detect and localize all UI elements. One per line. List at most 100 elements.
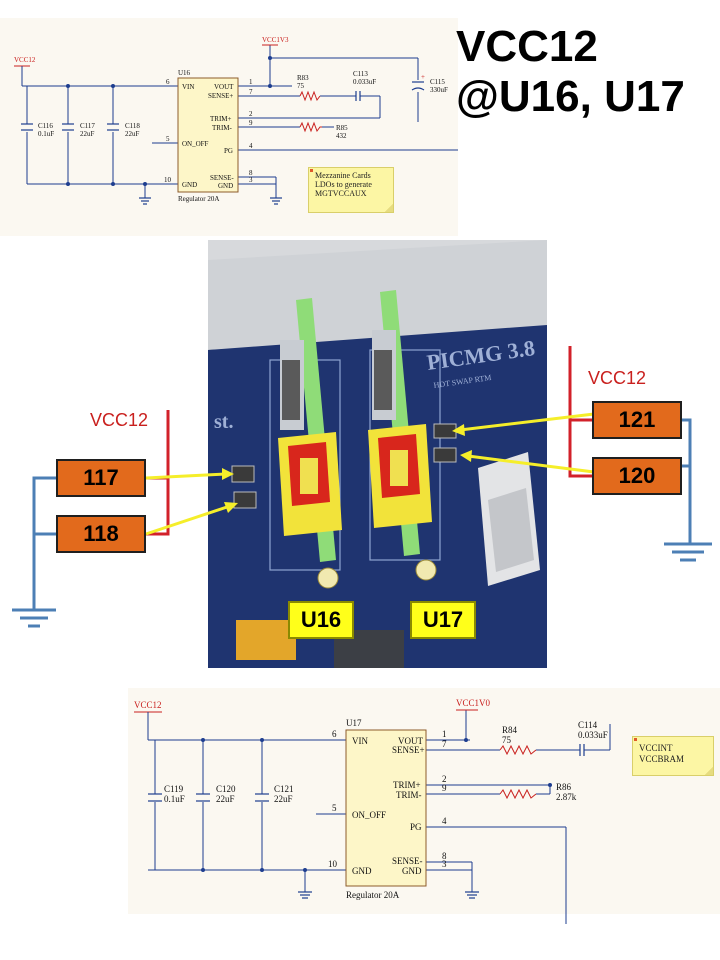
u17-pin-name: VIN — [352, 736, 368, 746]
u17-refdes: U17 — [346, 718, 362, 728]
u16-pin-name: VIN — [182, 83, 194, 91]
u16-pin-name: TRIM- — [212, 124, 233, 132]
u17-pin-num: 6 — [332, 729, 337, 739]
u17-pin-name: TRIM+ — [393, 780, 421, 790]
u17-pin-name: SENSE- — [392, 856, 423, 866]
u16-pin-num: 8 — [249, 169, 253, 177]
u16-c-out-val: 330uF — [430, 86, 448, 94]
u16-pin-num: 1 — [249, 78, 253, 86]
arrow-121 — [459, 412, 595, 432]
u17-pin-name: GND — [402, 866, 422, 876]
u16-r-sense-val: 75 — [297, 82, 305, 90]
u17-pin-name: VOUT — [398, 736, 423, 746]
callout-117: 117 — [56, 459, 146, 497]
u17-pin-num: 2 — [442, 774, 447, 784]
u16-pin-name: SENSE+ — [208, 92, 233, 100]
u16-c-sense-ref: C113 — [353, 70, 368, 78]
u17-pin-num: 8 — [442, 851, 447, 861]
u16-pin-num: 4 — [249, 142, 253, 150]
title-line-2: @U16, U17 — [456, 72, 685, 121]
u16-pin-name: SENSE- — [210, 174, 234, 182]
u17-note-line: VCCINT — [639, 743, 673, 753]
u16-pin-num: 2 — [249, 110, 253, 118]
u17-cap-ref: C119 — [164, 784, 184, 794]
callout-118: 118 — [56, 515, 146, 553]
u16-pin-name: VOUT — [214, 83, 234, 91]
u17-pin-name: PG — [410, 822, 422, 832]
u17-pin-num: 1 — [442, 729, 447, 739]
u16-pin-name: ON_OFF — [182, 140, 209, 148]
u16-c-out-ref: C115 — [430, 78, 445, 86]
u16-cap-val: 22uF — [125, 130, 140, 138]
callout-120: 120 — [592, 457, 682, 495]
u16-r-trim-val: 432 — [336, 132, 347, 140]
u17-r-sense-ref: R84 — [502, 725, 518, 735]
u16-pin-name: GND — [218, 182, 233, 190]
title-line-1: VCC12 — [456, 22, 598, 71]
u16-pin-num: 10 — [164, 176, 172, 184]
u17-pin-num: 7 — [442, 739, 447, 749]
u16-rail-left: VCC12 — [14, 56, 36, 64]
u17-r-trim-val: 2.87k — [556, 792, 577, 802]
arrow-117 — [145, 472, 227, 480]
u17-c-sense-val: 0.033uF — [578, 730, 608, 740]
schematic-u16: VCC12 VCC1V3 U16 Regulator 20A 6 VIN 5 O… — [14, 36, 458, 205]
u17-cap-ref: C121 — [274, 784, 294, 794]
u16-note-line: Mezzanine Cards — [315, 171, 371, 180]
u16-pin-num: 3 — [249, 176, 253, 184]
u16-pin-name: TRIM+ — [210, 115, 232, 123]
u16-pin-num: 7 — [249, 88, 253, 96]
page-title: VCC12 @U16, U17 — [456, 22, 685, 122]
u17-pin-name: GND — [352, 866, 372, 876]
u17-rail-top: VCC1V0 — [456, 698, 491, 708]
u16-cap-ref: C118 — [125, 122, 140, 130]
u17-pin-name: TRIM- — [396, 790, 422, 800]
silk-st: st. — [214, 411, 233, 433]
rail-label-right: VCC12 — [588, 368, 647, 388]
u16-refdes: U16 — [178, 69, 191, 77]
u17-cap-ref: C120 — [216, 784, 236, 794]
u16-c-sense-val: 0.033uF — [353, 78, 376, 86]
u16-part: Regulator 20A — [178, 195, 219, 203]
u17-r-trim-ref: R86 — [556, 782, 572, 792]
arrow-118 — [145, 504, 231, 536]
u17-note: VCCINT VCCBRAM — [632, 736, 714, 776]
board-render: PICMG 3.8 HDT SWAP RTM st. — [208, 240, 547, 668]
u16-cap-ref: C117 — [80, 122, 95, 130]
u17-pin-num: 5 — [332, 803, 337, 813]
u17-part: Regulator 20A — [346, 890, 400, 900]
u16-pin-num: 6 — [166, 78, 170, 86]
u16-note: Mezzanine Cards LDOs to generate MGTVCCA… — [308, 167, 394, 213]
board-render-art: PICMG 3.8 HDT SWAP RTM st. — [208, 240, 547, 668]
u16-note-line: LDOs to generate — [315, 180, 372, 189]
u17-note-line: VCCBRAM — [639, 754, 685, 764]
u16-pin-name: GND — [182, 181, 197, 189]
u16-r-sense-ref: R83 — [297, 74, 309, 82]
u16-cap-val: 22uF — [80, 130, 95, 138]
callout-121: 121 — [592, 401, 682, 439]
u16-r-trim-ref: R85 — [336, 124, 348, 132]
u17-pin-name: ON_OFF — [352, 810, 386, 820]
u17-pin-name: SENSE+ — [392, 745, 425, 755]
u17-pin-num: 4 — [442, 816, 447, 826]
u17-pin-num: 9 — [442, 783, 447, 793]
u16-cap-ref: C116 — [38, 122, 53, 130]
u17-r-sense-val: 75 — [502, 735, 512, 745]
schematic-u17: VCC12 VCC1V0 U17 Regulator 20A 6 VIN 5 O… — [134, 698, 611, 924]
u17-c-sense-ref: C114 — [578, 720, 598, 730]
arrow-120 — [467, 454, 595, 474]
u16-c-out-polarity: + — [421, 73, 425, 81]
u16-rail-top: VCC1V3 — [262, 36, 289, 44]
u16-cap-val: 0.1uF — [38, 130, 54, 138]
u17-rail-left: VCC12 — [134, 700, 162, 710]
label-u17: U17 — [410, 601, 476, 639]
u17-cap-val: 0.1uF — [164, 794, 185, 804]
u17-cap-val: 22uF — [216, 794, 235, 804]
rail-label-left: VCC12 — [90, 410, 149, 430]
u16-note-line: MGTVCCAUX — [315, 189, 367, 198]
u17-pin-num: 10 — [328, 859, 338, 869]
u17-pin-num: 3 — [442, 859, 447, 869]
label-u16: U16 — [288, 601, 354, 639]
u16-pin-name: PG — [224, 147, 233, 155]
